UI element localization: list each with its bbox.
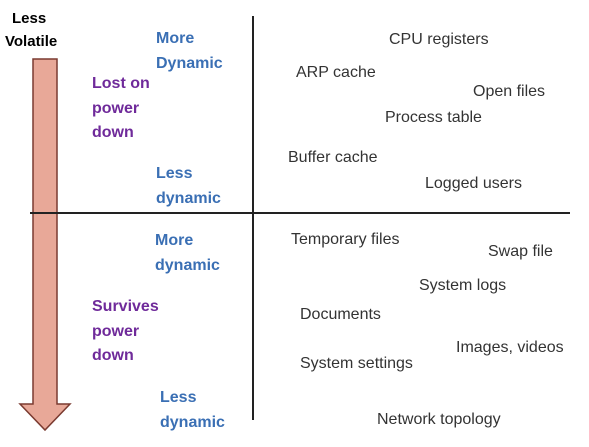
vertical-divider xyxy=(252,16,254,420)
bottom-less-dynamic-line-2: dynamic xyxy=(160,414,225,431)
top-less-dynamic-line-1: Less xyxy=(156,165,193,182)
item-temporary-files: Temporary files xyxy=(291,231,400,248)
axis-label-line-1: Less xyxy=(12,10,47,27)
top-more-dynamic-line-1: More xyxy=(156,30,195,47)
top-less-dynamic-line-2: dynamic xyxy=(156,190,221,207)
down-arrow-icon xyxy=(18,58,72,432)
lost-on-power-down-line-2: power xyxy=(92,100,140,117)
bottom-more-dynamic-line-2: dynamic xyxy=(155,257,220,274)
item-system-settings: System settings xyxy=(300,355,413,372)
item-open-files: Open files xyxy=(473,83,546,100)
item-documents: Documents xyxy=(300,306,381,323)
axis-label-line-2: Volatile xyxy=(5,33,58,50)
bottom-less-dynamic-line-1: Less xyxy=(160,389,197,406)
bottom-more-dynamic-line-1: More xyxy=(155,232,194,249)
item-buffer-cache: Buffer cache xyxy=(288,149,378,166)
horizontal-divider xyxy=(30,212,570,214)
survives-power-down-line-3: down xyxy=(92,347,134,364)
item-swap-file: Swap file xyxy=(488,243,553,260)
item-process-table: Process table xyxy=(385,109,482,126)
item-cpu-registers: CPU registers xyxy=(389,31,489,48)
item-arp-cache: ARP cache xyxy=(296,64,376,81)
item-system-logs: System logs xyxy=(419,277,507,294)
lost-on-power-down-line-3: down xyxy=(92,124,134,141)
survives-power-down-line-1: Survives xyxy=(92,298,159,315)
item-logged-users: Logged users xyxy=(425,175,522,192)
item-images-videos: Images, videos xyxy=(456,339,564,356)
top-more-dynamic-line-2: Dynamic xyxy=(156,55,223,72)
item-network-topology: Network topology xyxy=(377,411,501,428)
lost-on-power-down-line-1: Lost on xyxy=(92,75,150,92)
survives-power-down-line-2: power xyxy=(92,323,140,340)
arrow-shape xyxy=(18,58,72,432)
